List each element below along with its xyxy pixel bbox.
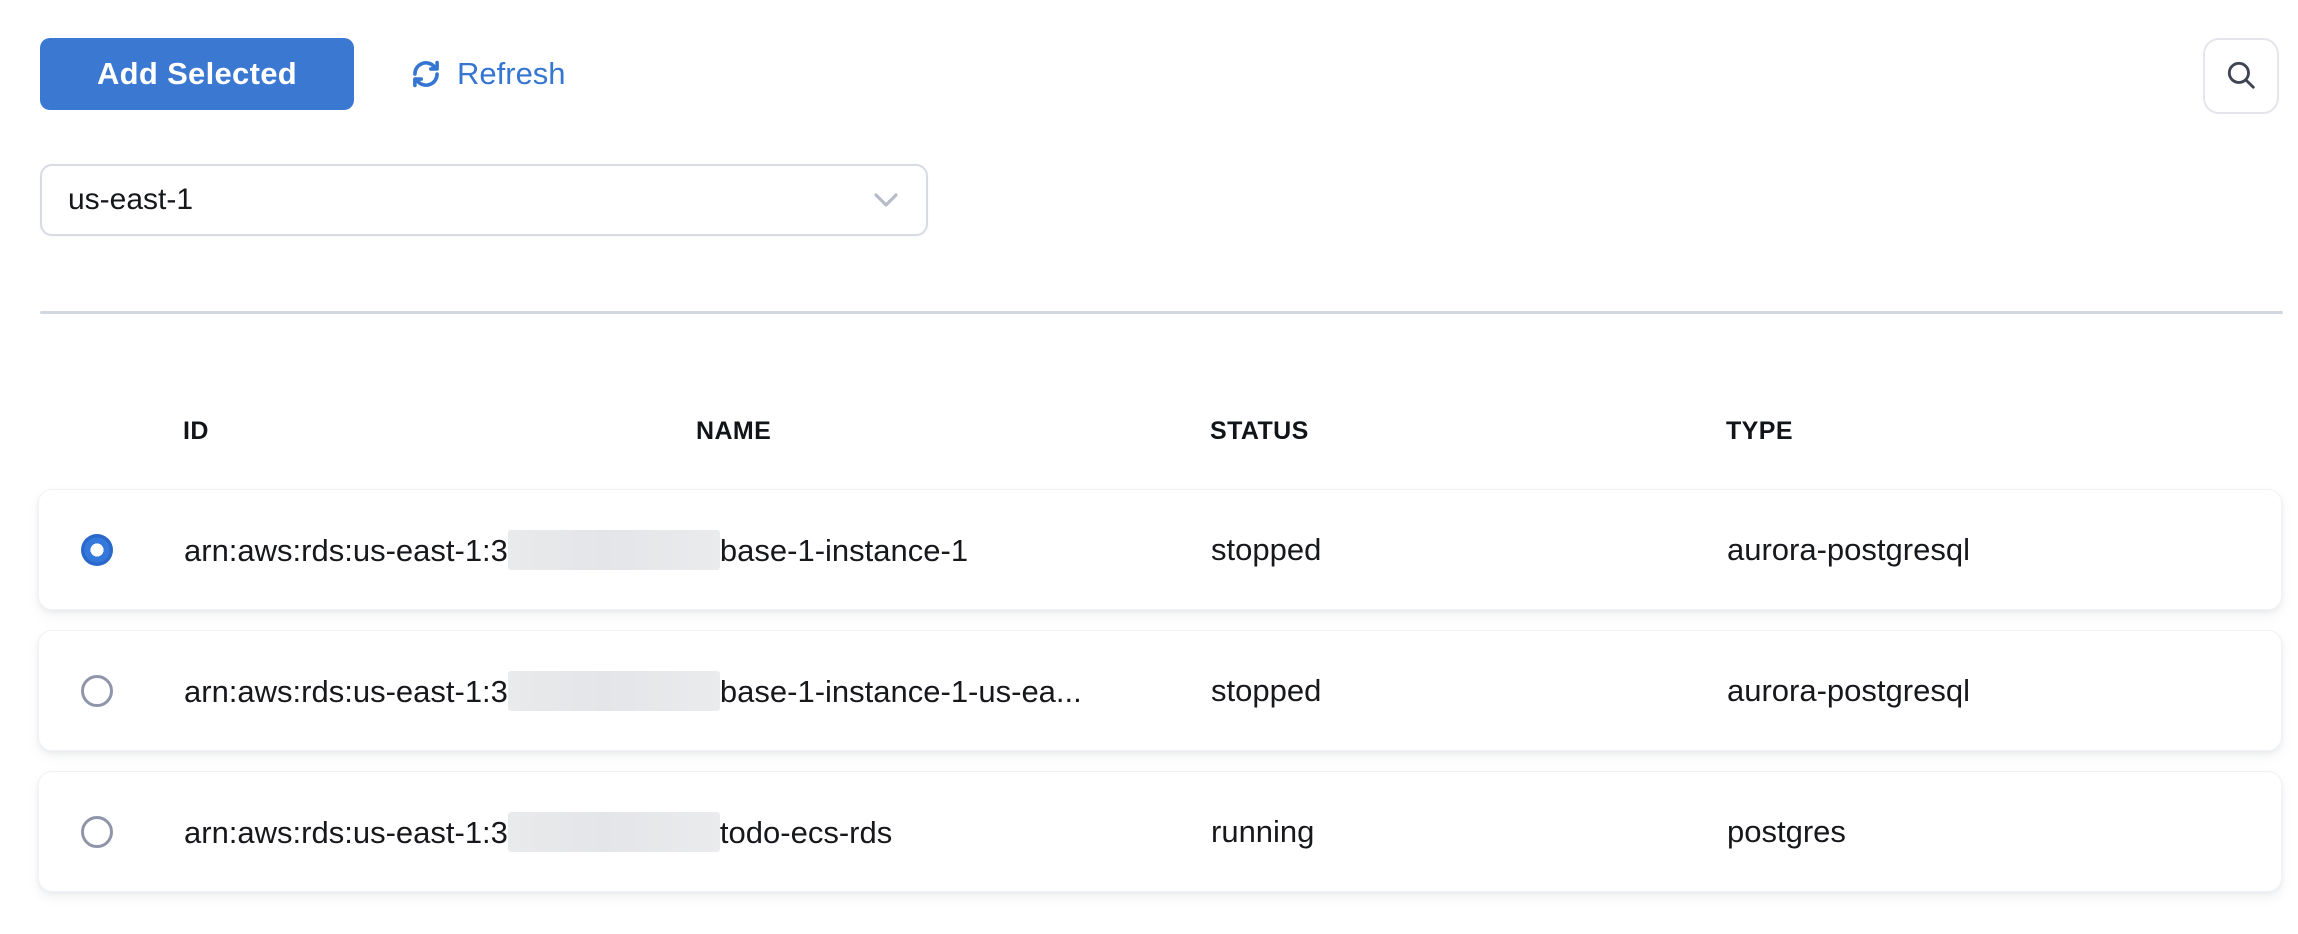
instance-id-suffix: base-1-instance-1 [719, 532, 969, 568]
instance-id-prefix: arn:aws:rds:us-east-1:3 [184, 532, 508, 568]
column-header-name: NAME [696, 417, 772, 445]
status-cell: stopped [1211, 531, 1322, 567]
row-radio-button[interactable] [81, 815, 113, 848]
type-cell: aurora-postgresql [1727, 531, 1970, 567]
refresh-icon [408, 56, 444, 92]
status-cell: running [1211, 813, 1315, 849]
type-cell: aurora-postgresql [1727, 672, 1970, 708]
redacted-segment [507, 811, 720, 852]
instance-id-cell: arn:aws:rds:us-east-1:3 todo-ecs-rds [184, 811, 893, 852]
refresh-button[interactable]: Refresh [408, 38, 566, 110]
instance-id-cell: arn:aws:rds:us-east-1:3 base-1-instance-1… [184, 670, 1082, 711]
section-divider [40, 311, 2283, 314]
refresh-label: Refresh [457, 56, 566, 91]
redacted-segment [507, 529, 720, 570]
region-select[interactable]: us-east-1 [40, 164, 928, 236]
instance-id-suffix: base-1-instance-1-us-ea... [719, 673, 1082, 709]
search-button[interactable] [2203, 38, 2279, 114]
region-select-value: us-east-1 [68, 183, 194, 216]
instance-id-prefix: arn:aws:rds:us-east-1:3 [184, 673, 508, 709]
instance-id-cell: arn:aws:rds:us-east-1:3 base-1-instance-1 [184, 529, 969, 570]
column-header-id: ID [183, 417, 209, 445]
search-icon [2223, 57, 2259, 96]
column-header-status: STATUS [1210, 417, 1309, 445]
status-cell: stopped [1211, 672, 1322, 708]
row-radio-button[interactable] [81, 533, 113, 566]
row-radio-button[interactable] [81, 674, 113, 707]
add-selected-button[interactable]: Add Selected [40, 38, 354, 110]
chevron-down-icon [872, 183, 900, 217]
table-row[interactable]: arn:aws:rds:us-east-1:3 base-1-instance-1… [38, 630, 2282, 751]
instance-id-prefix: arn:aws:rds:us-east-1:3 [184, 814, 508, 850]
redacted-segment [507, 670, 720, 711]
table-row[interactable]: arn:aws:rds:us-east-1:3 base-1-instance-1… [38, 489, 2282, 610]
instance-id-suffix: todo-ecs-rds [719, 814, 893, 850]
column-header-type: TYPE [1726, 417, 1793, 445]
table-row[interactable]: arn:aws:rds:us-east-1:3 todo-ecs-rds runn… [38, 771, 2282, 892]
type-cell: postgres [1727, 813, 1846, 849]
